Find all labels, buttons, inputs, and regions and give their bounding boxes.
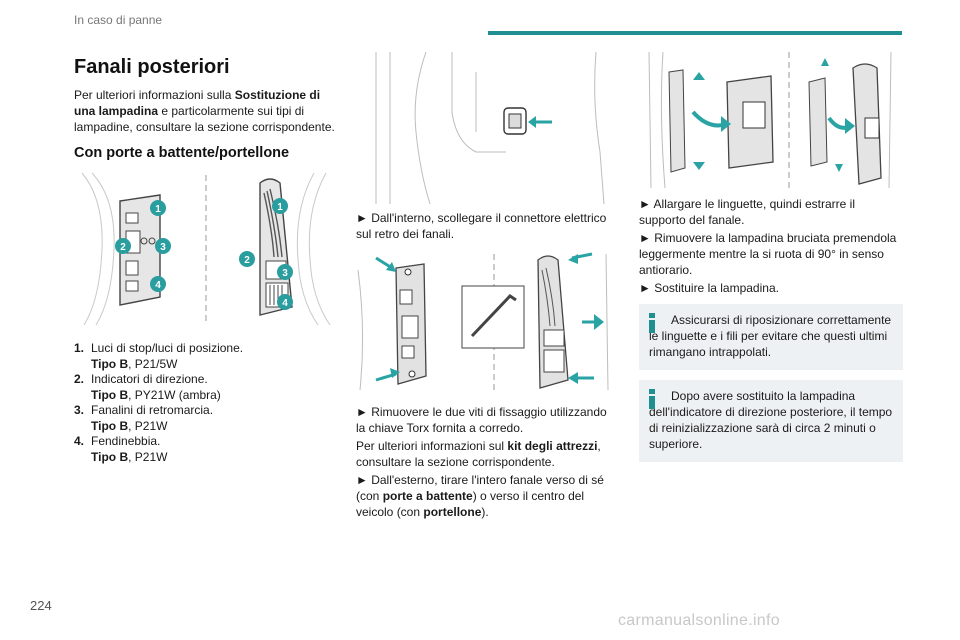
svg-text:1: 1	[277, 202, 283, 213]
callout-right-3: 3	[277, 264, 293, 280]
svg-text:3: 3	[282, 268, 288, 279]
column-2: ► Dall'interno, scollegare il connettore…	[356, 52, 618, 522]
column-3: ► Allargare le linguette, quindi estrarr…	[639, 52, 903, 462]
svg-text:4: 4	[155, 280, 161, 291]
callout-right-4: 4	[277, 294, 293, 310]
step-remove-bulb: ► Rimuovere la lampadina bruciata premen…	[639, 231, 897, 277]
callout-right-2: 2	[239, 251, 255, 267]
tools-reference: Per ulteriori informazioni sul kit degli…	[356, 439, 601, 469]
step-replace-bulb: ► Sostituire la lampadina.	[639, 281, 779, 295]
note-reinit-time: Dopo avere sostituito la lampadina dell'…	[639, 380, 903, 462]
note-tabs-wires: Assicurarsi di riposizionare correttamen…	[639, 304, 903, 370]
screws-figure	[357, 252, 609, 394]
header-accent-bar	[488, 31, 902, 35]
callout-right-1: 1	[272, 198, 288, 214]
subsection-title: Con porte a battente/portellone	[74, 145, 290, 161]
list-item: 1.Luci di stop/luci di posizione.Tipo B,…	[74, 341, 244, 371]
svg-text:4: 4	[282, 298, 288, 309]
callout-left-1: 1	[150, 200, 166, 216]
section-title: Fanali posteriori	[74, 56, 230, 78]
step-pull-lamp: ► Dall'esterno, tirare l'intero fanale v…	[356, 473, 604, 519]
list-item: 3.Fanalini di retromarcia.Tipo B, P21W	[74, 403, 214, 433]
svg-text:2: 2	[244, 255, 250, 266]
callout-left-4: 4	[150, 276, 166, 292]
running-header: In caso di panne	[74, 13, 163, 27]
step-widen-tabs: ► Allargare le linguette, quindi estrarr…	[639, 197, 855, 227]
svg-text:3: 3	[160, 242, 166, 253]
callout-left-3: 3	[155, 238, 171, 254]
intro-paragraph: Per ulteriori informazioni sulla Sostitu…	[74, 88, 335, 134]
step-disconnect: ► Dall'interno, scollegare il connettore…	[356, 211, 607, 241]
rear-lights-figure: 1 2 3 4 1 2 3 4	[81, 172, 331, 326]
page-number: 224	[30, 598, 52, 613]
info-icon	[649, 389, 655, 409]
watermark: carmanualsonline.info	[618, 612, 780, 629]
svg-text:2: 2	[120, 242, 126, 253]
bulb-list: 1.Luci di stop/luci di posizione.Tipo B,…	[74, 341, 342, 465]
connector-figure	[375, 52, 605, 204]
column-1: Fanali posteriori Per ulteriori informaz…	[74, 56, 342, 465]
callout-left-2: 2	[115, 238, 131, 254]
list-item: 2.Indicatori di direzione.Tipo B, PY21W …	[74, 372, 221, 402]
lamp-holder-figure	[648, 52, 892, 188]
info-icon	[649, 313, 655, 333]
svg-text:1: 1	[155, 204, 161, 215]
step-remove-screws: ► Rimuovere le due viti di fissaggio uti…	[356, 405, 607, 435]
list-item: 4.Fendinebbia.Tipo B, P21W	[74, 434, 168, 464]
